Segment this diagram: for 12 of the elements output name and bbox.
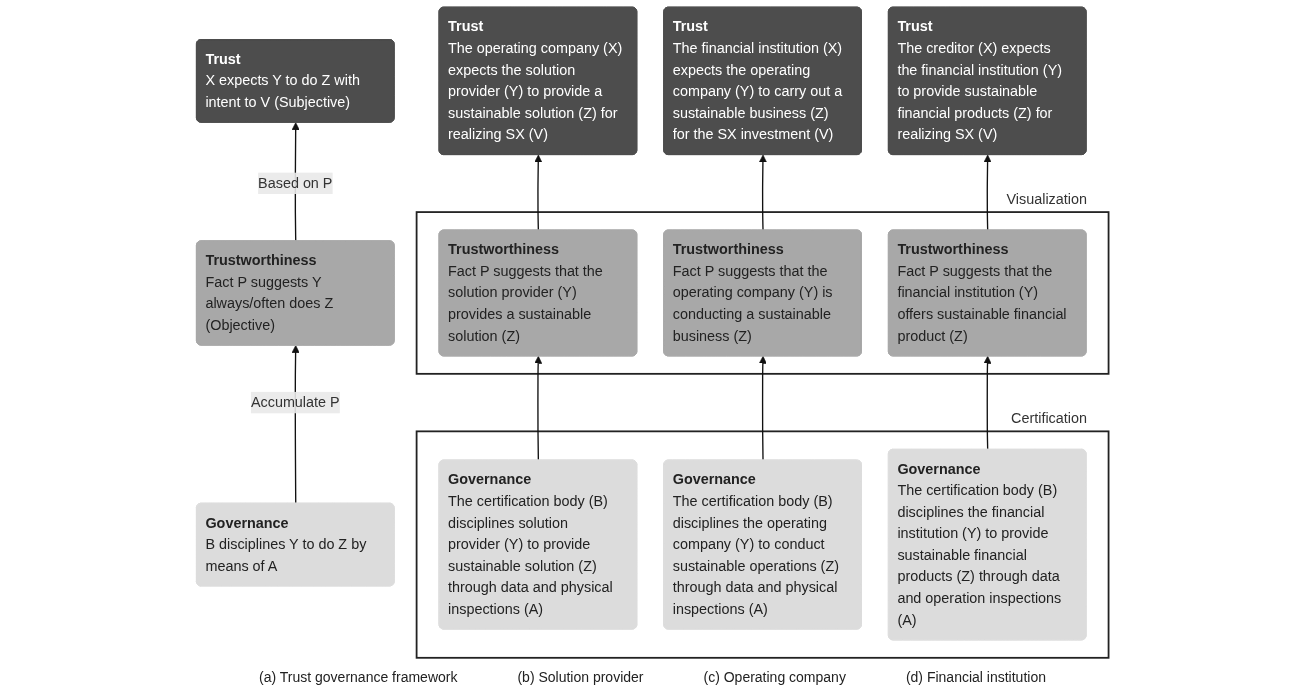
arrow — [534, 154, 543, 232]
panel-caption: (d) Financial institution — [905, 669, 1046, 685]
panel-caption: (a) Trust governance framework — [259, 669, 458, 685]
arrow — [758, 355, 767, 462]
panel-caption: (c) Operating company — [703, 669, 846, 685]
edge-label: Based on P — [258, 175, 333, 191]
arrow — [983, 154, 992, 232]
edge-label: Accumulate P — [250, 394, 340, 410]
arrow — [758, 154, 767, 232]
arrow — [983, 355, 992, 451]
panel-caption: (b) Solution provider — [517, 669, 644, 685]
arrow — [534, 355, 543, 462]
